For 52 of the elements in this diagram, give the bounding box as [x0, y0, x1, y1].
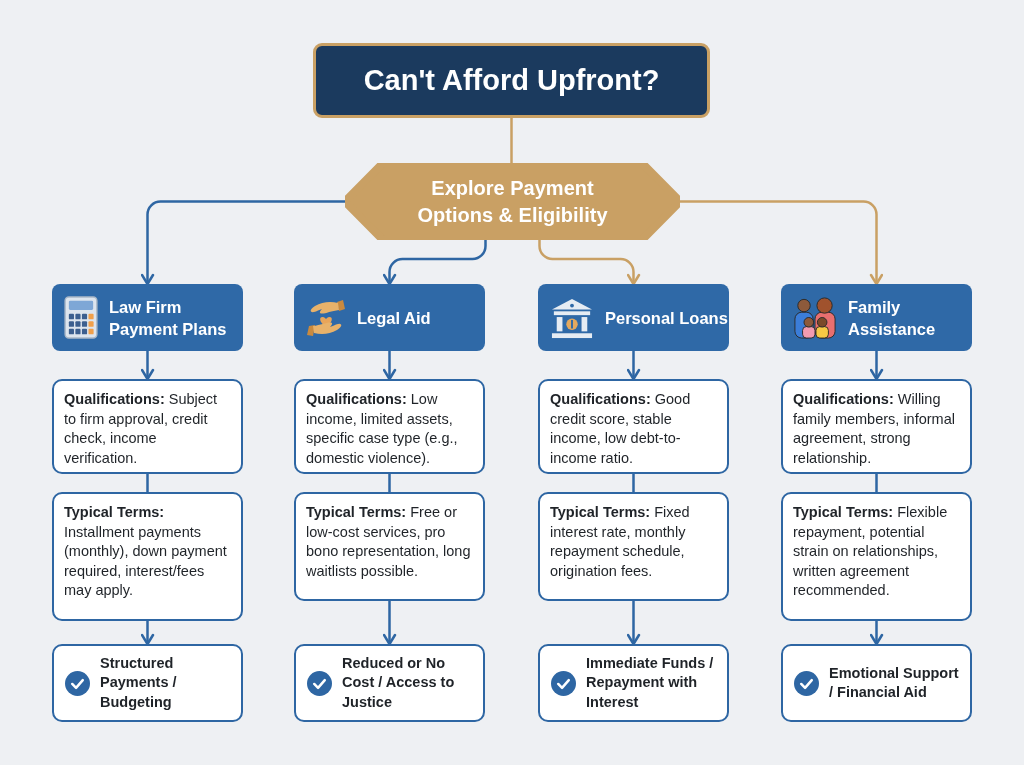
outcome-box — [294, 644, 485, 722]
outcome-label: Reduced or No Cost / Access to Justice — [342, 653, 456, 712]
category-label: Personal Loans — [605, 307, 728, 329]
info-box — [781, 379, 972, 474]
outcome-label: Emotional Support / Financial Aid — [829, 663, 960, 702]
info-box — [294, 492, 485, 601]
arrow — [680, 200, 884, 286]
connector-line — [875, 474, 878, 492]
arrow — [140, 200, 345, 286]
arrow — [626, 351, 641, 381]
arrow — [140, 621, 155, 646]
info-text: Qualifications: Subject to firm approval, credit check, income verification. — [64, 390, 219, 468]
title-box — [313, 43, 710, 118]
info-box — [781, 492, 972, 621]
outcome-box — [538, 644, 729, 722]
info-text: Qualifications: Willing family members, informal agreement, strong relationship. — [793, 390, 956, 468]
info-box — [538, 492, 729, 601]
category-label: Law Firm Payment Plans — [109, 296, 228, 340]
category-box — [52, 284, 243, 351]
connector-line — [146, 474, 149, 492]
info-text: Typical Terms: Fixed interest rate, monthly repayment schedule, origination fees. — [550, 503, 691, 581]
outcome-label: Structured Payments / Budgeting — [100, 653, 178, 712]
arrow — [869, 351, 884, 381]
outcome-box — [52, 644, 243, 722]
arrow — [869, 621, 884, 646]
info-text: Typical Terms: Flexible repayment, potential strain on relationships, written agreement recommended. — [793, 503, 949, 600]
info-box — [52, 379, 243, 474]
outcome-box — [781, 644, 972, 722]
hexagon-box — [345, 163, 680, 240]
info-box — [294, 379, 485, 474]
hexagon-label: Explore Payment Options & Eligibility — [416, 175, 609, 228]
arrow — [140, 351, 155, 381]
arrow — [382, 240, 487, 286]
connector-line — [388, 474, 391, 492]
category-label: Legal Aid — [357, 307, 431, 329]
arrow — [382, 351, 397, 381]
category-box — [781, 284, 972, 351]
outcome-label: Immediate Funds / Repayment with Interest — [586, 653, 715, 712]
info-box — [52, 492, 243, 621]
connector-line — [632, 474, 635, 492]
category-box — [538, 284, 729, 351]
arrow — [538, 240, 641, 286]
arrow — [382, 601, 397, 646]
info-text: Typical Terms: Free or low-cost services, pro bono representation, long waitlists possible. — [306, 503, 471, 581]
title-text: Can't Afford Upfront? — [363, 64, 660, 97]
category-box — [294, 284, 485, 351]
arrow — [626, 601, 641, 646]
info-text: Qualifications: Good credit score, stable income, low debt-to-income ratio. — [550, 390, 692, 468]
info-box — [538, 379, 729, 474]
info-text: Qualifications: Low income, limited assets, specific case type (e.g., domestic violence). — [306, 390, 459, 468]
info-text: Typical Terms: Installment payments (monthly), down payment required, interest/fees may apply. — [64, 503, 228, 600]
category-label: Family Assistance — [848, 296, 937, 340]
